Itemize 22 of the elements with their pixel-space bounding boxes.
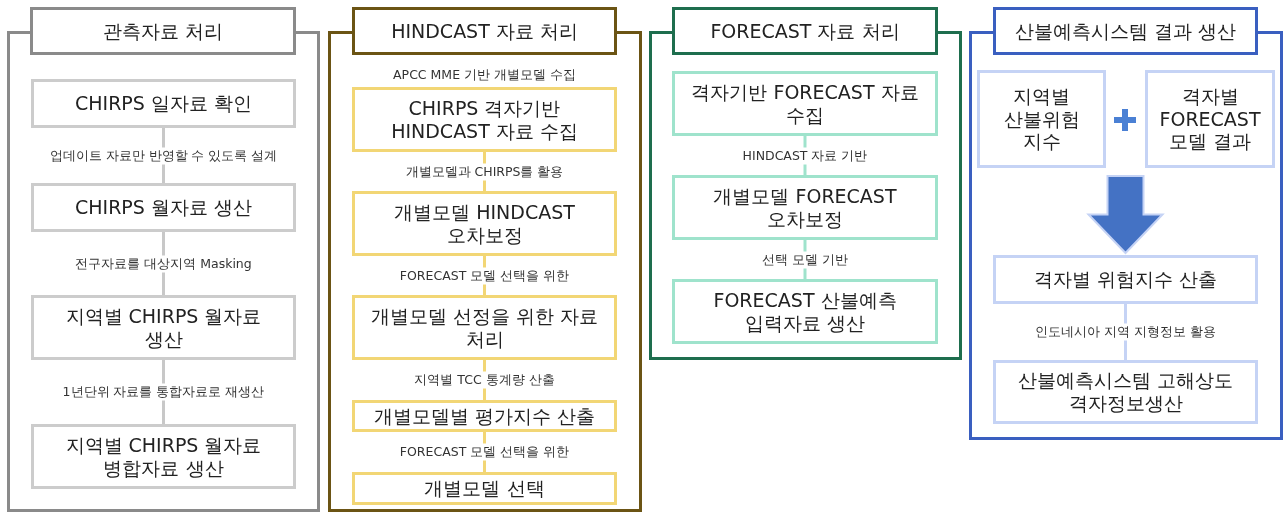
block-arrow bbox=[1086, 175, 1165, 255]
process-box: 개별모델별 평가지수 산출 bbox=[352, 400, 617, 432]
process-box: 산불예측시스템 고해상도 격자정보생산 bbox=[993, 360, 1258, 424]
process-box: 개별모델 HINDCAST 오차보정 bbox=[352, 191, 617, 256]
process-box: CHIRPS 격자기반 HINDCAST 자료 수집 bbox=[352, 87, 617, 152]
process-box: 지역별 CHIRPS 월자료 병합자료 생산 bbox=[31, 424, 296, 489]
edge-label: 선택 모델 기반 bbox=[759, 251, 851, 268]
process-box: 지역별 산불위험 지수 bbox=[977, 70, 1106, 168]
process-box: 격자기반 FORECAST 자료 수집 bbox=[672, 71, 938, 136]
process-box: 개별모델 선택 bbox=[352, 472, 617, 505]
process-box: FORECAST 산불예측 입력자료 생산 bbox=[672, 279, 938, 344]
process-box: 개별모델 선정을 위한 자료 처리 bbox=[352, 295, 617, 360]
panel-title: HINDCAST 자료 처리 bbox=[352, 7, 617, 55]
panel-title: FORECAST 자료 처리 bbox=[672, 7, 938, 55]
process-box: 격자별 FORECAST 모델 결과 bbox=[1145, 70, 1275, 168]
process-box: CHIRPS 월자료 생산 bbox=[31, 183, 296, 232]
process-box: 지역별 CHIRPS 월자료 생산 bbox=[31, 295, 296, 360]
process-box: 개별모델 FORECAST 오차보정 bbox=[672, 175, 938, 240]
panel-title: 관측자료 처리 bbox=[30, 7, 296, 55]
process-box: CHIRPS 일자료 확인 bbox=[31, 79, 296, 128]
panel-title: 산불예측시스템 결과 생산 bbox=[993, 7, 1258, 55]
process-box: 격자별 위험지수 산출 bbox=[993, 255, 1258, 304]
